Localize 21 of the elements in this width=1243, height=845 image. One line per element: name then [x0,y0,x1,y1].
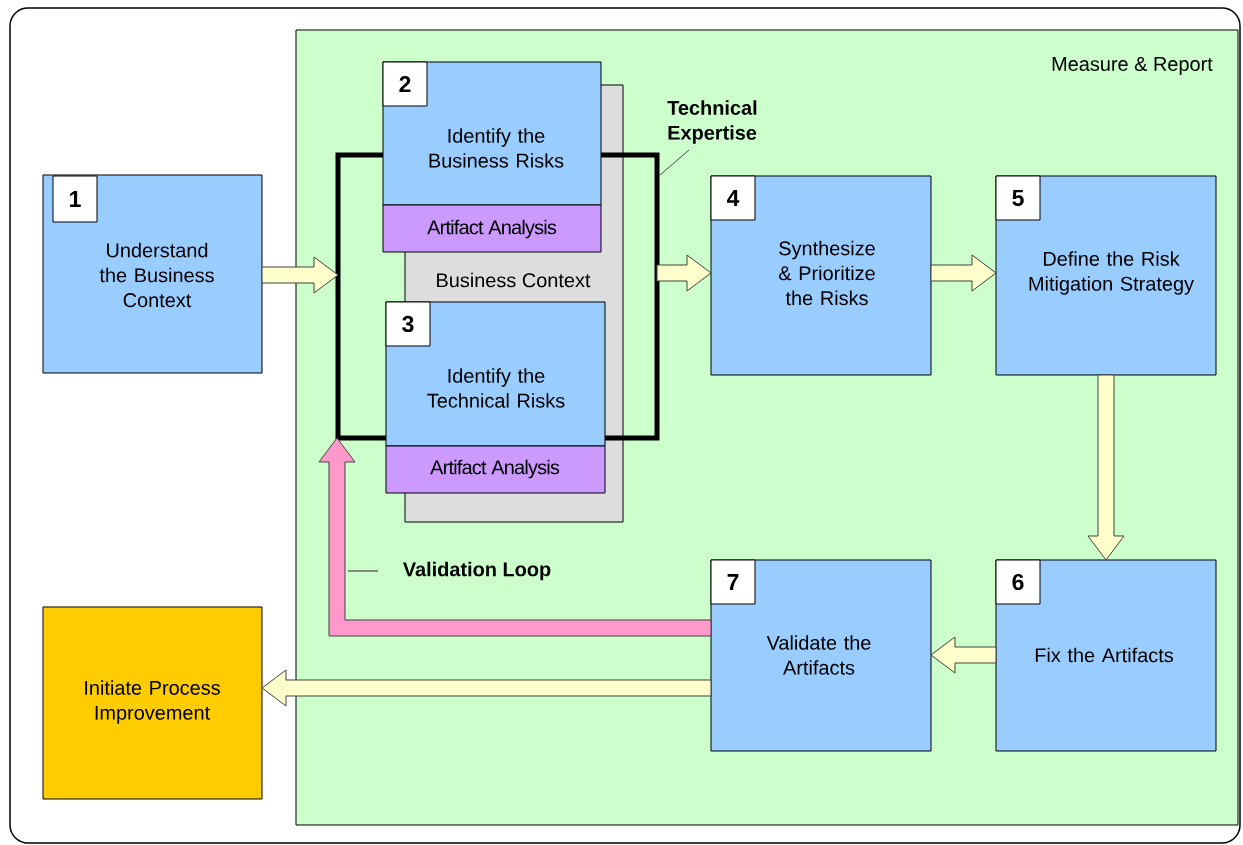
frame-label: Technical Expertise [667,100,757,144]
block-arrow [930,636,997,674]
analysis-band: Artifact Analysis [385,445,606,494]
block-arrow [1087,374,1125,561]
outcome-box: Initiate Process Improvement [42,606,263,800]
leader-line [659,149,690,176]
process-box: 1 Understand the Business Context [42,174,263,374]
process-box: 2 Identify the Business Risks [382,61,602,206]
block-arrow [656,254,712,292]
panel-title: Business Context [437,272,591,288]
process-box: 4 Synthesize & Prioritize the Risks [710,175,932,376]
process-box: 5 Define the Risk Mitigation Strategy [995,175,1217,376]
panel-title: Measure & Report [1052,57,1213,75]
block-arrow [930,254,997,292]
process-box: 3 Identify the Technical Risks [385,301,606,447]
process-box: 6 Fix the Artifacts [995,559,1217,752]
block-arrow [261,669,712,707]
analysis-band: Artifact Analysis [382,204,602,253]
process-box: 7 Validate the Artifacts [710,559,932,752]
block-arrow [261,256,339,294]
block-arrow [318,437,712,637]
